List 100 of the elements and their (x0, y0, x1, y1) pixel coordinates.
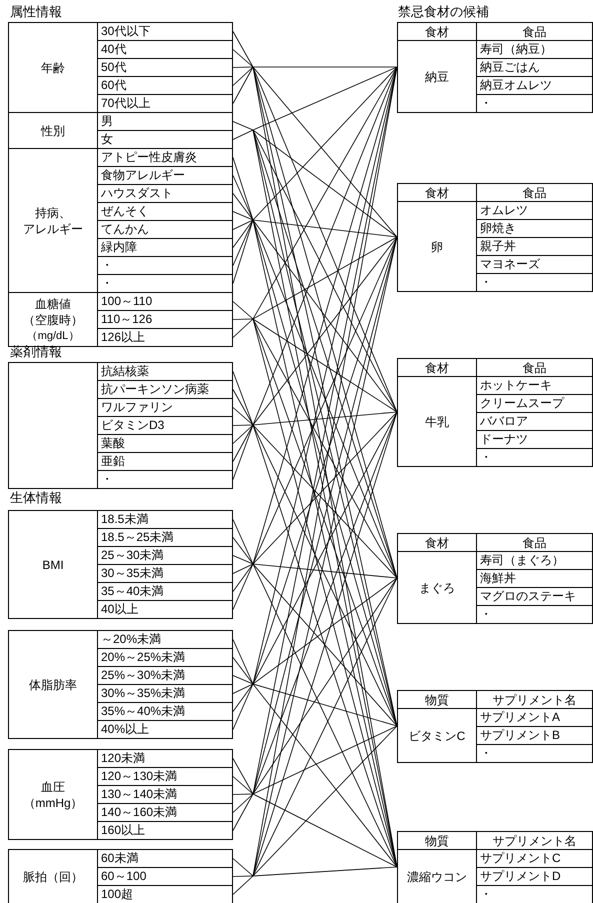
connector-line (232, 794, 254, 831)
header-cell: 食品 (476, 183, 593, 202)
connector-line (232, 424, 254, 426)
connector-line (232, 519, 254, 564)
connector-line (232, 776, 254, 794)
connector-line (252, 578, 398, 794)
connector-line (252, 424, 398, 726)
connector-line (232, 684, 254, 712)
connector-line (252, 412, 398, 426)
connector-line (232, 537, 254, 564)
connector-line (252, 726, 398, 876)
connector-line (232, 675, 254, 684)
connector-line (232, 424, 254, 462)
connector-line (232, 157, 254, 220)
header-cell: 食材 (397, 183, 477, 202)
header-cell: 食材 (397, 533, 477, 552)
item-cell: 40%以上 (97, 720, 233, 739)
item-cell: ・ (97, 470, 233, 489)
connector-line (232, 758, 254, 794)
connector-line (252, 564, 398, 726)
connector-line (232, 794, 254, 813)
section-title: 生体情報 (10, 489, 62, 507)
connector-line (252, 318, 398, 578)
header-cell: サプリメント名 (476, 690, 593, 709)
connector-line (232, 639, 254, 684)
item-cell: 60未満 (97, 849, 233, 868)
connector-line (252, 66, 398, 68)
connector-line (252, 130, 398, 238)
header-cell: サプリメント名 (476, 831, 593, 850)
connector-line (232, 318, 254, 338)
blank-cell (8, 362, 98, 489)
category-cell: 年齢 (8, 22, 98, 113)
connector-line (252, 726, 398, 794)
ingredient-cell: まぐろ (397, 551, 477, 624)
connector-line (232, 657, 254, 684)
connector-line (252, 220, 398, 238)
connector-line (232, 424, 254, 444)
connector-line (232, 211, 254, 220)
category-cell: 体脂肪率 (8, 630, 98, 739)
header-cell: 食品 (476, 358, 593, 377)
connector-line (232, 407, 254, 426)
connector-line (232, 193, 254, 220)
connector-line (252, 564, 398, 578)
connector-line (232, 564, 254, 610)
connector-line (232, 684, 254, 694)
item-cell: 120未満 (97, 749, 233, 768)
cell-text: （mg/dL） (26, 328, 80, 344)
item-cell: ～20%未満 (97, 630, 233, 649)
connector-line (232, 876, 254, 877)
header-cell: 食品 (476, 22, 593, 41)
category-cell: 脈拍（回） (8, 849, 98, 903)
item-cell: 30代以下 (97, 22, 233, 41)
connector-line (232, 555, 254, 564)
cell-text: （空腹時） (23, 312, 83, 328)
connector-line (252, 424, 398, 578)
cell-text: 血圧 (41, 778, 65, 794)
connector-line (252, 66, 398, 320)
item-cell: 18.5未満 (97, 510, 233, 529)
connector-line (252, 412, 398, 794)
item-cell: 抗結核薬 (97, 362, 233, 381)
table-cell: ・ (476, 273, 593, 292)
connector-line (252, 318, 398, 412)
connector-line (252, 66, 398, 130)
connector-line (252, 684, 398, 868)
connector-line (232, 371, 254, 426)
connector-line (252, 130, 398, 412)
connector-line (232, 66, 254, 104)
cell-text: （mmHg） (23, 794, 83, 810)
connector-line (232, 31, 254, 68)
connector-line (232, 794, 254, 795)
table-cell: ・ (476, 744, 593, 763)
ingredient-cell: 納豆 (397, 40, 477, 113)
section-title: 属性情報 (10, 3, 62, 21)
section-title: 禁忌食材の候補 (398, 3, 489, 21)
connector-line (232, 49, 254, 68)
item-cell: 126以上 (97, 328, 233, 347)
connector-line (232, 220, 254, 266)
category-cell (8, 749, 98, 840)
connector-line (252, 412, 398, 684)
connector-line (232, 121, 254, 130)
connector-line (252, 412, 398, 564)
connector-line (232, 220, 254, 230)
table-cell: ・ (476, 448, 593, 467)
ingredient-cell: 卵 (397, 201, 477, 292)
category-cell (8, 292, 98, 347)
connector-line (232, 858, 254, 876)
connector-line (232, 876, 254, 895)
item-cell: 160以上 (97, 821, 233, 840)
connector-line (232, 424, 254, 480)
connector-line (252, 578, 398, 684)
header-cell: 食材 (397, 358, 477, 377)
connector-line (232, 130, 254, 140)
connector-line (232, 389, 254, 426)
connector-line (252, 794, 398, 868)
connector-line (252, 318, 398, 726)
connector-line (232, 220, 254, 248)
connector-line (252, 866, 398, 876)
connector-line (232, 564, 254, 592)
connector-line (232, 564, 254, 574)
connector-line (252, 236, 398, 320)
